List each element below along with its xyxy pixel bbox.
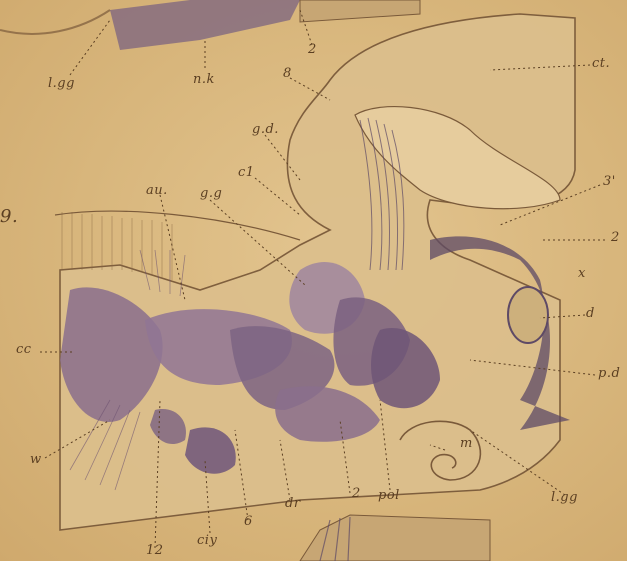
label-x: x [578, 266, 586, 281]
label-2-bottom: 2 [352, 486, 361, 501]
label-6: 6 [244, 514, 253, 529]
label-pd: p.d [598, 366, 620, 381]
label-ciy: ciy [197, 533, 217, 548]
label-12: 12 [146, 543, 164, 558]
label-dr: dr [285, 496, 301, 511]
label-c1: c1 [238, 165, 255, 180]
label-ct: ct. [592, 56, 610, 71]
bottom-fragment [300, 515, 490, 561]
label-2-right: 2 [611, 230, 620, 245]
label-8: 8 [283, 66, 292, 81]
upper-left-outline [0, 10, 110, 34]
upper-band [300, 0, 420, 22]
label-w: w [30, 452, 42, 467]
label-cc: cc [16, 342, 32, 357]
label-3-prime: 3' [603, 174, 616, 189]
label-l-gg-top: l.gg [48, 76, 75, 91]
label-gg: g.g [200, 186, 222, 201]
round-nodule [508, 287, 548, 343]
figure-number: 9. [0, 206, 18, 227]
label-gd: g.d. [252, 122, 279, 137]
label-m: m [460, 436, 473, 451]
label-2-top: 2 [308, 42, 317, 57]
label-d: d [586, 306, 595, 321]
label-au: au. [146, 183, 168, 198]
label-nk: n.k [193, 72, 215, 87]
label-pol: pol [378, 488, 400, 503]
label-l-gg-bottom: l.gg [551, 490, 578, 505]
